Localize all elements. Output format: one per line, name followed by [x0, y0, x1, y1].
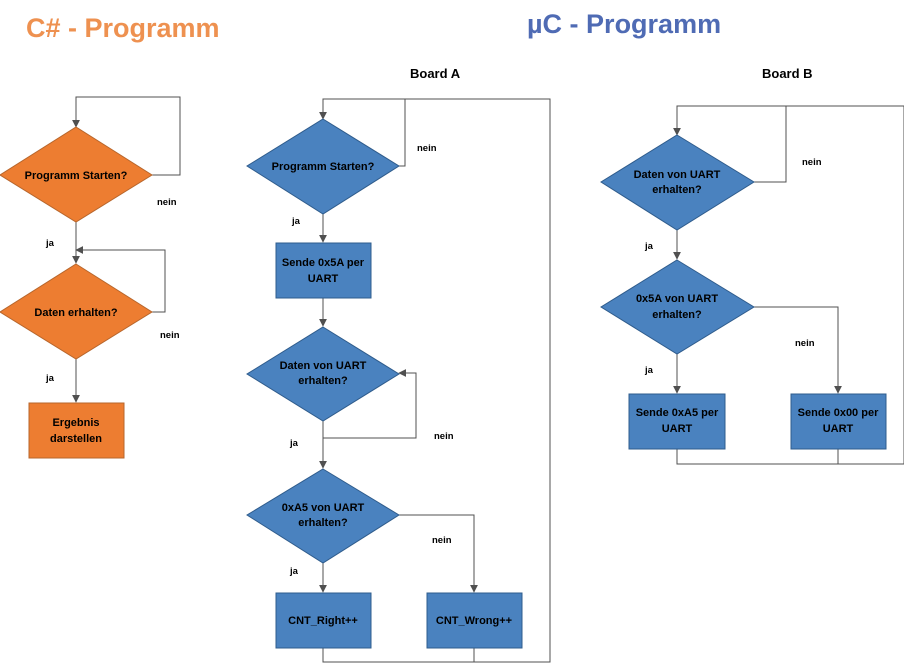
- connector-a5-no: [399, 514, 478, 593]
- process-send-0x00-line2: UART: [823, 423, 854, 435]
- decision-uart-data-line1: Daten von UART: [634, 169, 721, 181]
- process-send-0xa5: [628, 393, 726, 450]
- process-cnt-right-label: CNT_Right++: [288, 615, 358, 627]
- decision-uart-data-line2: erhalten?: [652, 184, 702, 196]
- process-send-0x00-line1: Sende 0x00 per: [798, 407, 879, 419]
- label-no: nein: [157, 197, 177, 208]
- label-yes: ja: [291, 216, 301, 227]
- board-a-flow: Programm Starten? Sende 0x5A per UART Da…: [246, 98, 551, 663]
- process-send-0x5a-line2: UART: [308, 273, 339, 285]
- decision-uart-data-line1: Daten von UART: [280, 360, 367, 372]
- connector-a5-return: [676, 105, 904, 465]
- decision-program-start-label: Programm Starten?: [272, 161, 375, 173]
- process-cnt-right: [275, 592, 372, 649]
- label-yes: ja: [289, 566, 299, 577]
- label-no: nein: [160, 330, 180, 341]
- decision-0x5a-received-line2: erhalten?: [652, 309, 702, 321]
- process-show-result-line2: darstellen: [50, 433, 102, 445]
- csharp-flow: Programm Starten? Daten erhalten? Ergebn…: [0, 96, 181, 459]
- board-b-title: Board B: [762, 66, 813, 81]
- process-send-0xa5-line2: UART: [662, 423, 693, 435]
- process-send-0x5a-line1: Sende 0x5A per: [282, 257, 365, 269]
- uc-program-title: µC - Programm: [527, 9, 721, 39]
- label-yes: ja: [45, 238, 55, 249]
- process-send-0x5a: [275, 242, 372, 299]
- process-cnt-wrong: [426, 592, 523, 649]
- decision-program-start-label: Programm Starten?: [25, 170, 128, 182]
- label-yes: ja: [644, 241, 654, 252]
- process-show-result: [28, 402, 125, 459]
- connector-5a-no: [754, 306, 842, 394]
- connector-start-loop: [72, 96, 181, 176]
- decision-uart-data: [600, 134, 755, 231]
- process-cnt-wrong-label: CNT_Wrong++: [436, 615, 512, 627]
- label-no: nein: [802, 157, 822, 168]
- label-no: nein: [434, 431, 454, 442]
- decision-program-start: [0, 126, 153, 223]
- label-no: nein: [432, 535, 452, 546]
- decision-0xa5-received-line1: 0xA5 von UART: [282, 502, 365, 514]
- decision-uart-data: [246, 326, 400, 422]
- decision-0x5a-received: [600, 259, 755, 355]
- connector-uart-loop: [322, 369, 417, 439]
- label-yes: ja: [289, 438, 299, 449]
- connector-data-loop: [75, 246, 166, 313]
- label-no: nein: [417, 143, 437, 154]
- decision-0xa5-received: [246, 468, 400, 564]
- decision-program-start: [246, 118, 400, 215]
- label-yes: ja: [45, 373, 55, 384]
- process-send-0x00: [790, 393, 887, 450]
- process-send-0xa5-line1: Sende 0xA5 per: [636, 407, 719, 419]
- decision-data-received-label: Daten erhalten?: [34, 307, 117, 319]
- board-b-flow: Daten von UART erhalten? 0x5A von UART e…: [600, 105, 904, 465]
- label-yes: ja: [644, 365, 654, 376]
- decision-0x5a-received-line1: 0x5A von UART: [636, 293, 718, 305]
- process-show-result-line1: Ergebnis: [52, 417, 99, 429]
- decision-uart-data-line2: erhalten?: [298, 375, 348, 387]
- board-a-title: Board A: [410, 66, 461, 81]
- label-no: nein: [795, 338, 815, 349]
- connector-right-return: [322, 98, 551, 663]
- decision-0xa5-received-line2: erhalten?: [298, 517, 348, 529]
- decision-data-received: [0, 263, 153, 360]
- csharp-program-title: C# - Programm: [26, 13, 220, 43]
